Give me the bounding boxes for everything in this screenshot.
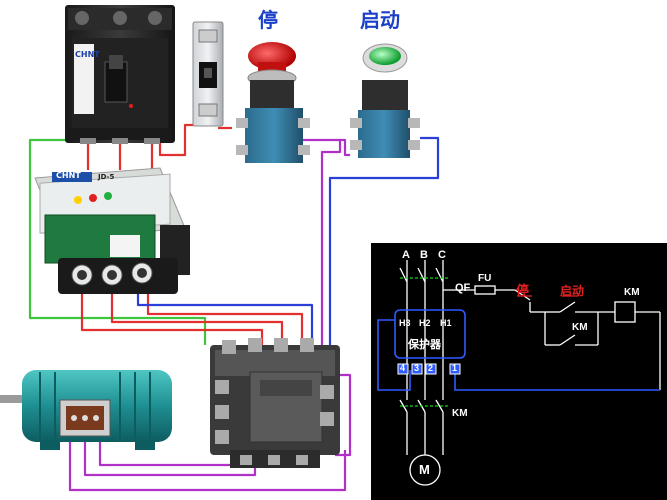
protector-name-label: 保护器 [408,338,441,351]
fu-label: FU [478,273,492,284]
ct-label-h1: H1 [440,318,452,328]
ct-label-h2: H2 [419,318,431,328]
phase-b-label: B [420,249,428,261]
purple-wire-stop-start [320,140,342,380]
terminal-4: 4 [400,363,406,373]
start-label: 启动 [360,8,400,32]
phase-a-label: A [402,249,410,261]
red-wire-5 [110,292,284,345]
purple-wire-motor-1 [68,430,347,492]
motor-label: M [419,462,430,477]
blue-wire [136,292,314,345]
protector-model: JD-5 [98,173,115,181]
km-main-label: KM [452,408,468,419]
contactor [210,338,340,468]
main-breaker [65,5,175,144]
qf-label: QF [455,282,471,294]
motor-protector [34,167,190,294]
km-aux-label: KM [572,322,588,333]
km-coil-label: KM [624,287,640,298]
ct-label-h3: H3 [399,318,411,328]
phase-c-label: C [438,249,446,261]
terminal-2: 2 [428,363,434,373]
motor [0,370,172,450]
schematic-panel [371,243,667,500]
green-wire [28,138,207,345]
purple-wire-contactor [335,373,352,457]
red-wire-6 [146,292,304,345]
breaker-brand: CHNT [75,50,100,59]
red-wire-top [158,123,205,157]
stop-label: 停 [258,8,278,32]
control-breaker [192,21,224,127]
terminal-3: 3 [414,363,420,373]
start-button[interactable] [350,43,420,158]
schematic-start-label: 启动 [560,284,585,298]
red-wire-4 [80,292,264,345]
terminal-1: 1 [452,363,458,373]
purple-wire-buttons [300,138,350,157]
protector-brand: CHNT [56,171,81,180]
stop-button[interactable] [236,42,310,163]
schematic-stop-label: 停 [516,284,530,299]
